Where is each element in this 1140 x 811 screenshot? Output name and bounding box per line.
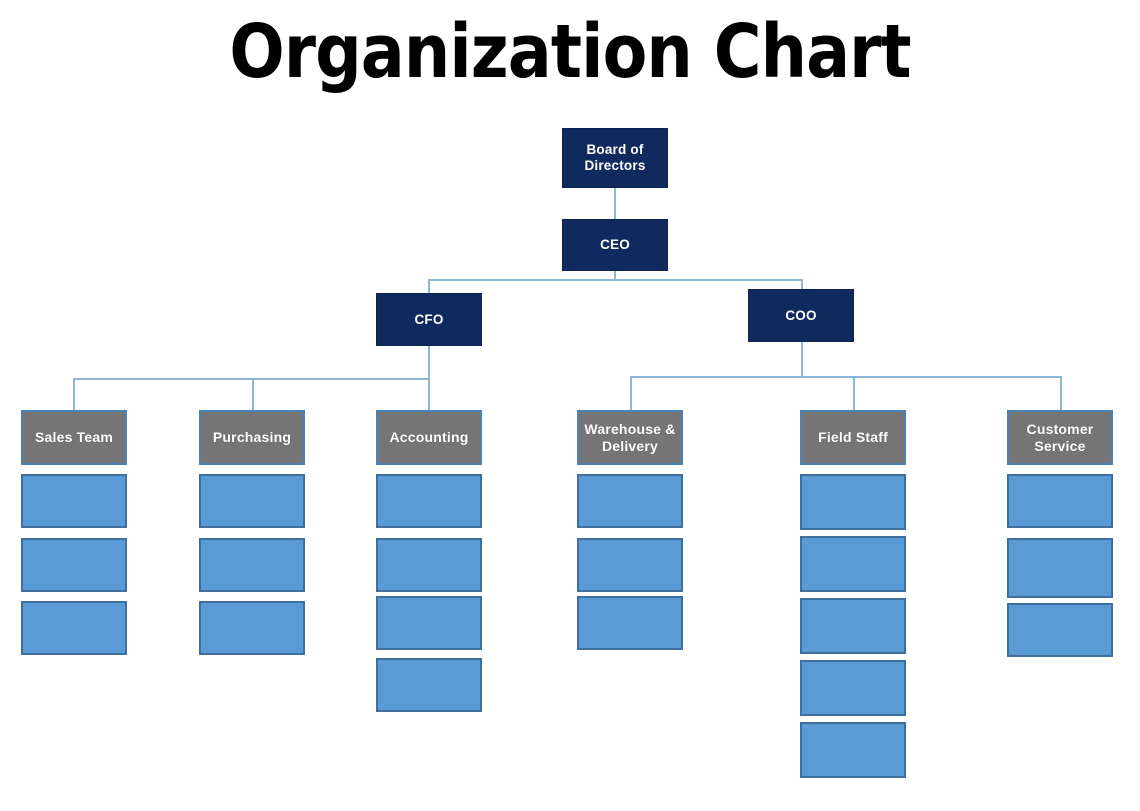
department-node-label: Purchasing <box>212 429 292 446</box>
staff-slot-field-staff-3[interactable] <box>800 598 906 654</box>
exec-node-coo[interactable]: COO <box>748 289 854 342</box>
department-node-label: Field Staff <box>818 429 888 446</box>
department-node-label: Customer Service <box>1026 420 1094 454</box>
staff-slot-purchasing-3[interactable] <box>199 601 305 655</box>
exec-node-label: CEO <box>600 237 630 253</box>
connector-ceo-drop <box>614 271 616 280</box>
staff-slot-accounting-1[interactable] <box>376 474 482 528</box>
department-node-warehouse-delivery[interactable]: Warehouse & Delivery <box>577 410 683 465</box>
connector-coo-bus <box>630 376 1061 378</box>
connector-board-to-ceo <box>614 188 616 219</box>
staff-slot-sales-team-2[interactable] <box>21 538 127 592</box>
connector-cfo-to-purchasing <box>252 378 254 410</box>
connector-cfo-to-sales <box>73 378 75 410</box>
exec-node-label: CFO <box>414 311 444 327</box>
connector-cfo-to-accounting <box>428 378 430 410</box>
staff-slot-field-staff-2[interactable] <box>800 536 906 592</box>
connector-coo-to-warehouse <box>630 376 632 410</box>
staff-slot-customer-service-2[interactable] <box>1007 538 1113 598</box>
department-node-field-staff[interactable]: Field Staff <box>800 410 906 465</box>
department-node-customer-service[interactable]: Customer Service <box>1007 410 1113 465</box>
staff-slot-sales-team-3[interactable] <box>21 601 127 655</box>
exec-node-board[interactable]: Board of Directors <box>562 128 668 188</box>
connector-coo-to-customer <box>1060 376 1062 410</box>
exec-node-label: COO <box>785 307 817 323</box>
staff-slot-accounting-4[interactable] <box>376 658 482 712</box>
page-title: Organization Chart <box>229 9 911 95</box>
staff-slot-accounting-2[interactable] <box>376 538 482 592</box>
exec-node-ceo[interactable]: CEO <box>562 219 668 271</box>
department-node-accounting[interactable]: Accounting <box>376 410 482 465</box>
connector-cfo-drop <box>428 346 430 378</box>
connector-coo-to-field <box>853 376 855 410</box>
staff-slot-customer-service-3[interactable] <box>1007 603 1113 657</box>
connector-ceo-bus-to-cfo <box>428 279 430 293</box>
connector-coo-drop <box>801 342 803 376</box>
department-node-sales-team[interactable]: Sales Team <box>21 410 127 465</box>
connector-cfo-bus <box>73 378 429 380</box>
connector-ceo-bus <box>428 279 801 281</box>
staff-slot-field-staff-1[interactable] <box>800 474 906 530</box>
staff-slot-customer-service-1[interactable] <box>1007 474 1113 528</box>
department-node-label: Warehouse & Delivery <box>584 420 676 454</box>
staff-slot-purchasing-1[interactable] <box>199 474 305 528</box>
staff-slot-warehouse-delivery-3[interactable] <box>577 596 683 650</box>
staff-slot-field-staff-4[interactable] <box>800 660 906 716</box>
department-node-purchasing[interactable]: Purchasing <box>199 410 305 465</box>
department-node-label: Accounting <box>389 429 469 446</box>
staff-slot-warehouse-delivery-2[interactable] <box>577 538 683 592</box>
staff-slot-accounting-3[interactable] <box>376 596 482 650</box>
staff-slot-warehouse-delivery-1[interactable] <box>577 474 683 528</box>
connector-ceo-bus-to-coo <box>801 279 803 289</box>
exec-node-label: Board of Directors <box>584 142 646 173</box>
department-node-label: Sales Team <box>34 429 113 446</box>
staff-slot-sales-team-1[interactable] <box>21 474 127 528</box>
exec-node-cfo[interactable]: CFO <box>376 293 482 346</box>
staff-slot-purchasing-2[interactable] <box>199 538 305 592</box>
staff-slot-field-staff-5[interactable] <box>800 722 906 778</box>
